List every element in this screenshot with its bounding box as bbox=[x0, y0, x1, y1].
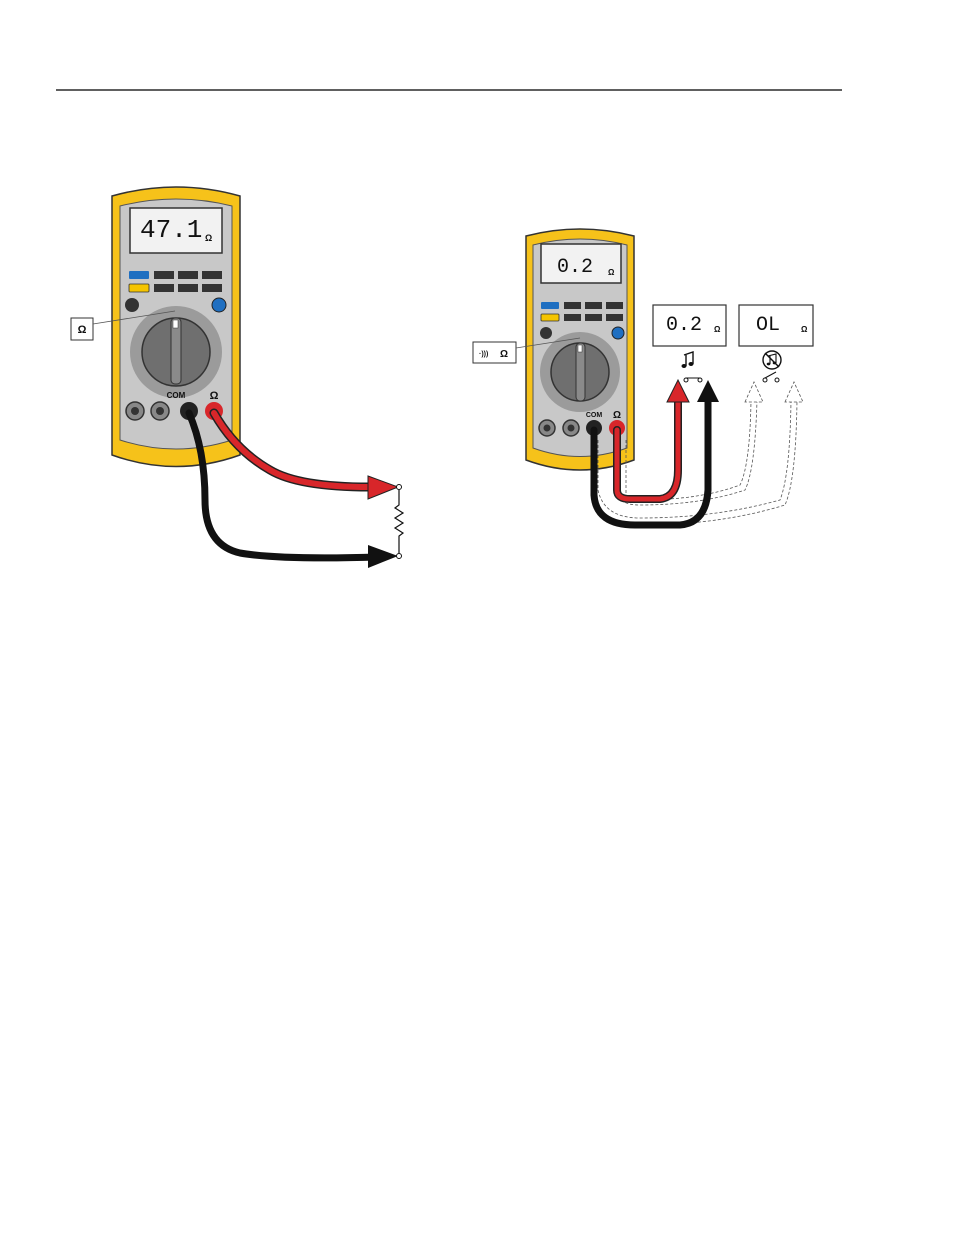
left-hold-button[interactable] bbox=[125, 298, 139, 312]
left-black-probe-tip bbox=[368, 545, 398, 568]
right-backlight-button[interactable] bbox=[612, 327, 624, 339]
left-blue-button[interactable] bbox=[129, 271, 149, 279]
left-dial-callout: Ω bbox=[78, 324, 87, 336]
right-red-probe-tip bbox=[667, 380, 689, 402]
left-backlight-button[interactable] bbox=[212, 298, 226, 312]
right-ohm-jack-label: Ω bbox=[613, 410, 621, 421]
left-button[interactable] bbox=[178, 284, 198, 292]
right-lcd-reading: 0.2 bbox=[557, 256, 593, 279]
open-result-reading: OL bbox=[756, 314, 780, 337]
left-lcd-reading: 47.1 bbox=[140, 215, 202, 245]
right-button[interactable] bbox=[585, 314, 602, 321]
right-yellow-button[interactable] bbox=[541, 314, 559, 321]
continuity-beep-icon: ·))) bbox=[479, 351, 488, 358]
right-hold-button[interactable] bbox=[540, 327, 552, 339]
left-button[interactable] bbox=[202, 284, 222, 292]
music-note-icon bbox=[682, 352, 694, 368]
right-lcd-unit: Ω bbox=[608, 268, 615, 277]
left-button[interactable] bbox=[154, 271, 174, 279]
closed-switch-icon bbox=[684, 378, 702, 382]
right-black-probe-tip bbox=[697, 380, 719, 402]
right-button[interactable] bbox=[585, 302, 602, 309]
right-dial-callout-unit: Ω bbox=[500, 349, 508, 360]
right-button[interactable] bbox=[564, 302, 581, 309]
left-button[interactable] bbox=[154, 284, 174, 292]
left-red-probe-tip bbox=[368, 476, 398, 499]
resistor-icon bbox=[395, 485, 403, 559]
closed-result-unit: Ω bbox=[714, 325, 721, 334]
left-button[interactable] bbox=[202, 271, 222, 279]
no-beep-icon bbox=[763, 351, 781, 369]
right-com-label: COM bbox=[586, 412, 603, 419]
left-com-label: COM bbox=[167, 391, 186, 400]
right-button[interactable] bbox=[606, 314, 623, 321]
open-switch-icon bbox=[763, 372, 779, 382]
left-yellow-button[interactable] bbox=[129, 284, 149, 292]
right-button[interactable] bbox=[606, 302, 623, 309]
left-button[interactable] bbox=[178, 271, 198, 279]
open-result-unit: Ω bbox=[801, 325, 808, 334]
left-ohm-jack-label: Ω bbox=[210, 390, 219, 402]
right-blue-button[interactable] bbox=[541, 302, 559, 309]
closed-result-reading: 0.2 bbox=[666, 314, 702, 337]
left-lcd-unit: Ω bbox=[205, 233, 212, 243]
right-button[interactable] bbox=[564, 314, 581, 321]
